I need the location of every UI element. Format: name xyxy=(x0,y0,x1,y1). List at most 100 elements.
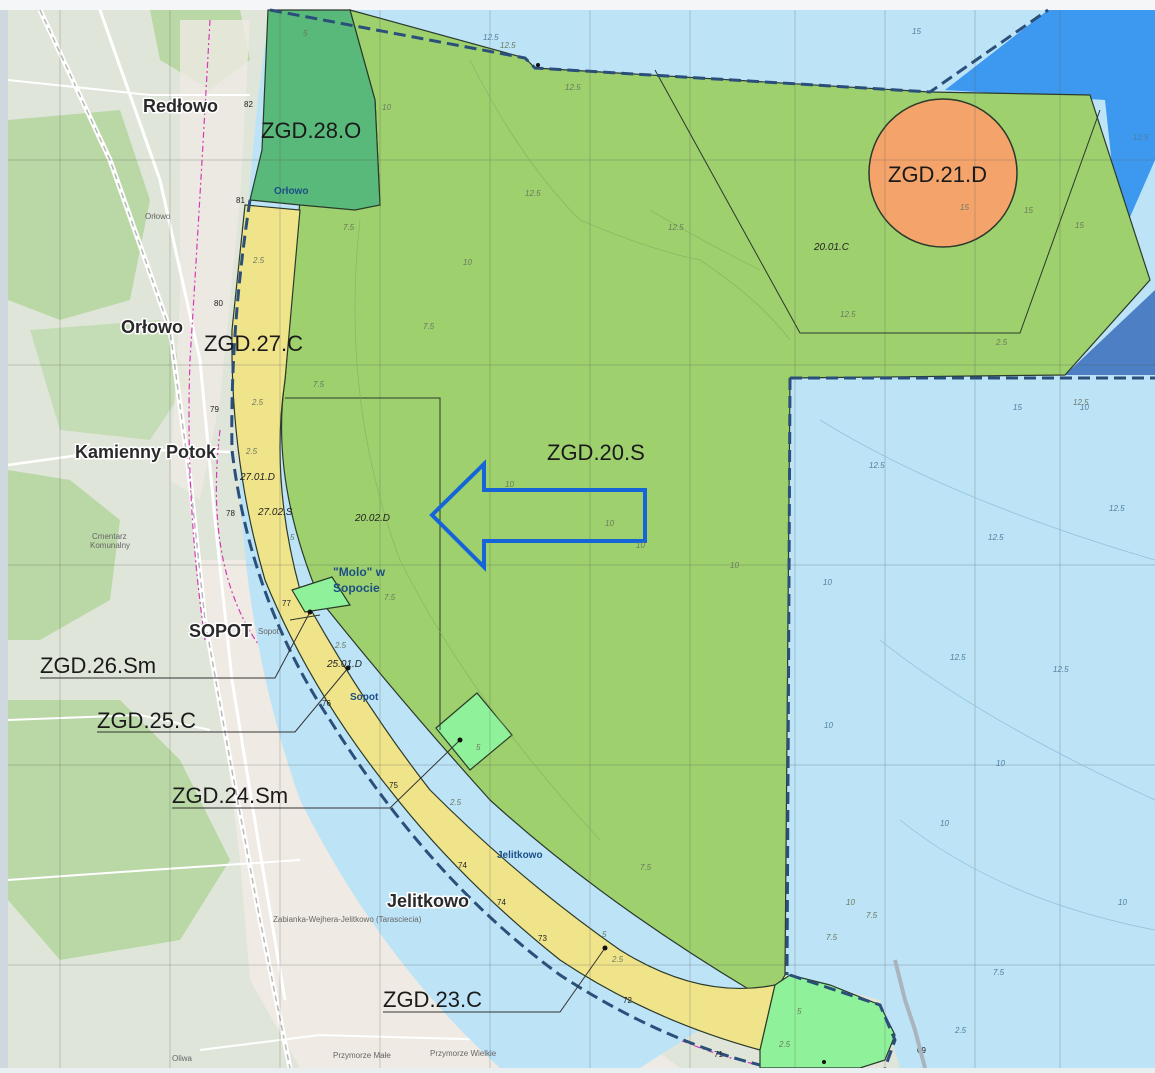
place-label-jelitkowo: Jelitkowo xyxy=(387,891,469,911)
km-markers: 82 81 80 79 78 77 76 75 74 74 73 72 71 6… xyxy=(210,100,926,1059)
svg-text:12.5: 12.5 xyxy=(525,189,541,198)
svg-text:7.5: 7.5 xyxy=(993,968,1005,977)
blue-zone-east xyxy=(1065,290,1155,375)
callout-leaders xyxy=(40,611,606,1013)
zone-zgd-21-d-area[interactable] xyxy=(868,98,1018,248)
forest-areas xyxy=(8,10,250,960)
subzone-label-27-01-d: 27.01.D xyxy=(239,472,275,483)
map-label-oliwa: Oliwa xyxy=(172,1054,193,1063)
svg-text:2.5: 2.5 xyxy=(778,1040,791,1049)
svg-text:12.5: 12.5 xyxy=(1053,665,1069,674)
svg-text:12.5: 12.5 xyxy=(565,83,581,92)
svg-text:12.5: 12.5 xyxy=(1109,504,1125,513)
zone-label-zgd-20-s: ZGD.20.S xyxy=(547,440,645,465)
svg-text:12.5: 12.5 xyxy=(840,310,856,319)
sea-depth-contours xyxy=(819,419,1155,931)
subzone-label-20-01-c: 20.01.C xyxy=(813,242,850,253)
km-marker: 76 xyxy=(322,699,331,708)
zone-label-zgd-28-o: ZGD.28.O xyxy=(261,118,361,143)
km-marker: 80 xyxy=(214,299,223,308)
pier-label-line1: "Molo" w xyxy=(333,565,386,579)
place-label-kamienny-potok: Kamienny Potok xyxy=(75,442,217,462)
svg-text:10: 10 xyxy=(996,759,1005,768)
svg-text:15: 15 xyxy=(1024,206,1033,215)
svg-text:7.5: 7.5 xyxy=(826,933,838,942)
svg-text:7.5: 7.5 xyxy=(423,322,435,331)
svg-text:10: 10 xyxy=(824,721,833,730)
svg-text:2.5: 2.5 xyxy=(995,338,1008,347)
svg-text:7.5: 7.5 xyxy=(384,593,396,602)
subzone-label-20-02-d: 20.02.D xyxy=(354,513,390,524)
svg-text:12.5: 12.5 xyxy=(950,653,966,662)
svg-text:10: 10 xyxy=(463,258,472,267)
depth-labels-sea: 12.5 15 15 12.5 12.5 12.5 12.5 10 12.5 1… xyxy=(483,27,1149,1035)
beach-label-jelitkowo: Jelitkowo xyxy=(497,850,543,861)
subzone-label-27-02-s: 27.02.S xyxy=(257,507,293,518)
svg-text:10: 10 xyxy=(1118,898,1127,907)
zone-label-zgd-24-sm: ZGD.24.Sm xyxy=(172,783,288,808)
map-label-przymorze-male: Przymorze Małe xyxy=(333,1051,391,1060)
km-marker: 75 xyxy=(389,781,398,790)
zone-label-zgd-21-d: ZGD.21.D xyxy=(888,162,987,187)
place-label-redlowo: Redłowo xyxy=(143,96,218,116)
direction-arrow-west xyxy=(429,459,647,572)
km-marker: 82 xyxy=(244,100,253,109)
place-label-orlowo: Orłowo xyxy=(121,317,183,337)
svg-text:5: 5 xyxy=(797,1007,802,1016)
svg-text:10: 10 xyxy=(846,898,855,907)
subzone-label-25-01-d: 25.01.D xyxy=(326,659,362,670)
zone-zgd-24-sm-area[interactable] xyxy=(435,692,513,771)
svg-text:2.5: 2.5 xyxy=(611,955,624,964)
beach-label-sopot: Sopot xyxy=(350,692,379,703)
map-label-tram: Zabianka-Wejhera-Jelitkowo (Tarasciecia) xyxy=(273,915,422,924)
km-marker: 81 xyxy=(236,196,245,205)
svg-text:15: 15 xyxy=(912,27,921,36)
map-label-cmentarz-2: Komunalny xyxy=(90,541,130,550)
km-marker: 71 xyxy=(714,1050,723,1059)
svg-text:2.5: 2.5 xyxy=(252,256,265,265)
svg-text:15: 15 xyxy=(1013,403,1022,412)
zone-zgd-26-sm-area[interactable] xyxy=(291,576,352,613)
blue-zone-northeast xyxy=(945,10,1155,240)
km-marker: 77 xyxy=(282,599,291,608)
map-label-orlowo-small: Orłowo xyxy=(145,212,171,221)
svg-text:2.5: 2.5 xyxy=(954,1026,967,1035)
svg-text:10: 10 xyxy=(505,480,514,489)
svg-text:12.5: 12.5 xyxy=(988,533,1004,542)
svg-text:2.5: 2.5 xyxy=(245,447,258,456)
svg-text:10: 10 xyxy=(382,103,391,112)
svg-text:12.5: 12.5 xyxy=(1073,398,1089,407)
zone-zgd-20-s-area[interactable] xyxy=(280,9,1151,1001)
svg-text:12.5: 12.5 xyxy=(668,223,684,232)
svg-text:5: 5 xyxy=(303,29,308,38)
svg-text:7.5: 7.5 xyxy=(343,223,355,232)
svg-text:5: 5 xyxy=(476,743,481,752)
zone-label-zgd-26-sm: ZGD.26.Sm xyxy=(40,653,156,678)
svg-text:12.5: 12.5 xyxy=(500,41,516,50)
depth-contours xyxy=(354,59,791,841)
km-marker: 74 xyxy=(497,898,506,907)
svg-text:10: 10 xyxy=(605,519,614,528)
depth-labels-zone: 2.5 5 7.5 10 12.5 10 12.5 12.5 7.5 12.5 … xyxy=(245,29,1089,1049)
svg-text:12.5: 12.5 xyxy=(869,461,885,470)
svg-text:5: 5 xyxy=(290,533,295,542)
svg-text:10: 10 xyxy=(1080,403,1089,412)
svg-text:15: 15 xyxy=(960,203,969,212)
map-label-przymorze-wielkie: Przymorze Wielkie xyxy=(430,1049,497,1058)
pier-label-line2: Sopocie xyxy=(333,581,380,595)
svg-text:12.5: 12.5 xyxy=(1133,133,1149,142)
svg-text:10: 10 xyxy=(636,541,645,550)
svg-text:7.5: 7.5 xyxy=(866,911,878,920)
area-boundary xyxy=(230,8,1155,1069)
svg-text:2.5: 2.5 xyxy=(334,641,347,650)
km-marker: 78 xyxy=(226,509,235,518)
map-grid xyxy=(8,10,1155,1068)
beach-label-orlowo: Orłowo xyxy=(274,186,308,197)
svg-text:5: 5 xyxy=(602,930,607,939)
map-label-cmentarz: Cmentarz xyxy=(92,532,127,541)
zone-label-zgd-27-c: ZGD.27.C xyxy=(204,331,303,356)
svg-text:2.5: 2.5 xyxy=(449,798,462,807)
svg-text:10: 10 xyxy=(730,561,739,570)
